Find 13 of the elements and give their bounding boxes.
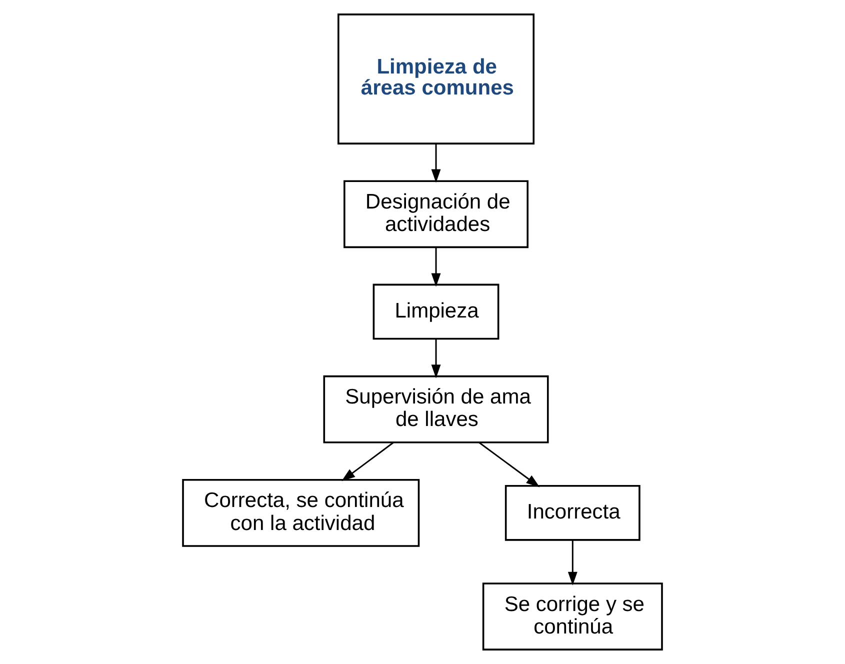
- node-box: Incorrecta: [504, 485, 640, 541]
- node-box: Designación de actividades: [344, 180, 528, 248]
- arrow: [342, 442, 394, 482]
- node-box: Limpieza de áreas comunes: [338, 14, 535, 144]
- arrow: [431, 339, 441, 378]
- arrow: [568, 540, 578, 586]
- arrow: [431, 144, 441, 183]
- arrow: [431, 248, 441, 287]
- node-box: Supervisión de ama de llaves: [323, 375, 549, 444]
- node-box: Correcta, se continúa con la actividad: [182, 479, 420, 547]
- arrow: [478, 442, 540, 488]
- node-box: Limpieza: [372, 284, 500, 340]
- node-box: Se corrige y se continúa: [482, 582, 663, 650]
